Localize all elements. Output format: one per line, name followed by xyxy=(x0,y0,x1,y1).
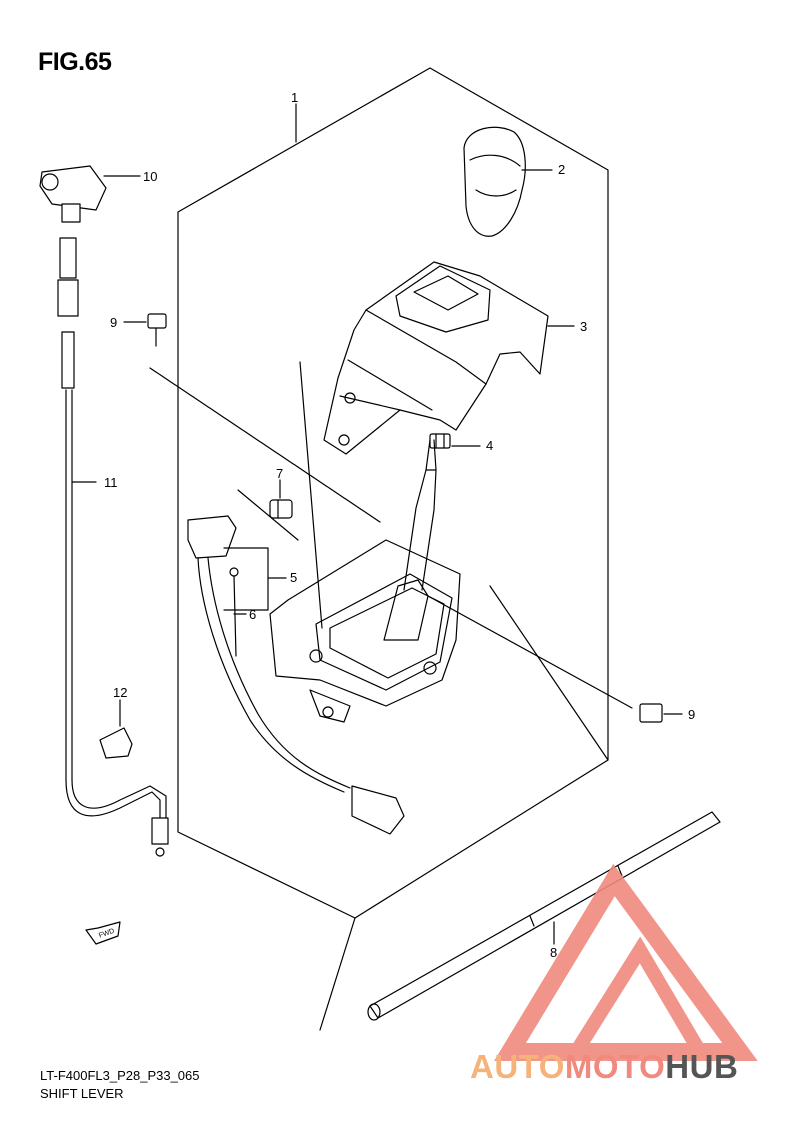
connector-part-10 xyxy=(39,165,107,223)
figure-subtitle: SHIFT LEVER xyxy=(40,1086,124,1101)
watermark-hub: HUB xyxy=(665,1048,739,1085)
callout-10: 10 xyxy=(143,169,158,184)
callout-4: 4 xyxy=(486,438,494,453)
callout-2: 2 xyxy=(558,162,566,177)
link-9a xyxy=(149,367,381,523)
assembly-edge xyxy=(489,585,609,761)
cable-tie-6 xyxy=(233,575,237,657)
callout-3: 3 xyxy=(580,319,588,334)
bolt-4 xyxy=(429,433,451,449)
callout-12: 12 xyxy=(113,685,128,700)
clip-part-12 xyxy=(99,727,133,759)
shift-lever-body xyxy=(269,439,461,723)
assembly-to-rod xyxy=(319,917,356,1031)
cable-part-11 xyxy=(57,237,169,857)
watermark-moto: MOTO xyxy=(564,1048,666,1085)
cover-part xyxy=(323,261,549,455)
callout-7: 7 xyxy=(276,466,284,481)
figure-title: FIG.65 xyxy=(38,48,112,76)
watermark-auto: AUTO xyxy=(470,1048,565,1085)
bolt-7 xyxy=(269,499,293,519)
automotohub-logo xyxy=(494,863,758,1061)
callout-1: 1 xyxy=(291,90,299,105)
callout-8: 8 xyxy=(550,945,558,960)
callout-5: 5 xyxy=(290,570,298,585)
callout-9b: 9 xyxy=(688,707,696,722)
switch-part xyxy=(187,515,405,835)
bolt-9a xyxy=(147,313,167,347)
rod-part-8 xyxy=(367,811,721,1021)
model-code: LT-F400FL3_P28_P33_065 xyxy=(40,1068,200,1083)
callout-11: 11 xyxy=(104,475,118,490)
fwd-arrow-icon xyxy=(85,921,121,945)
link-9b xyxy=(427,595,633,709)
bolt-9b xyxy=(639,703,663,723)
bracket-5 xyxy=(223,547,269,611)
callout-6: 6 xyxy=(249,607,257,622)
callout-9a: 9 xyxy=(110,315,118,330)
link-cover xyxy=(299,361,323,629)
knob-part xyxy=(463,126,526,237)
link-7 xyxy=(237,489,299,541)
watermark-text: AUTOMOTOHUB xyxy=(470,1048,738,1086)
